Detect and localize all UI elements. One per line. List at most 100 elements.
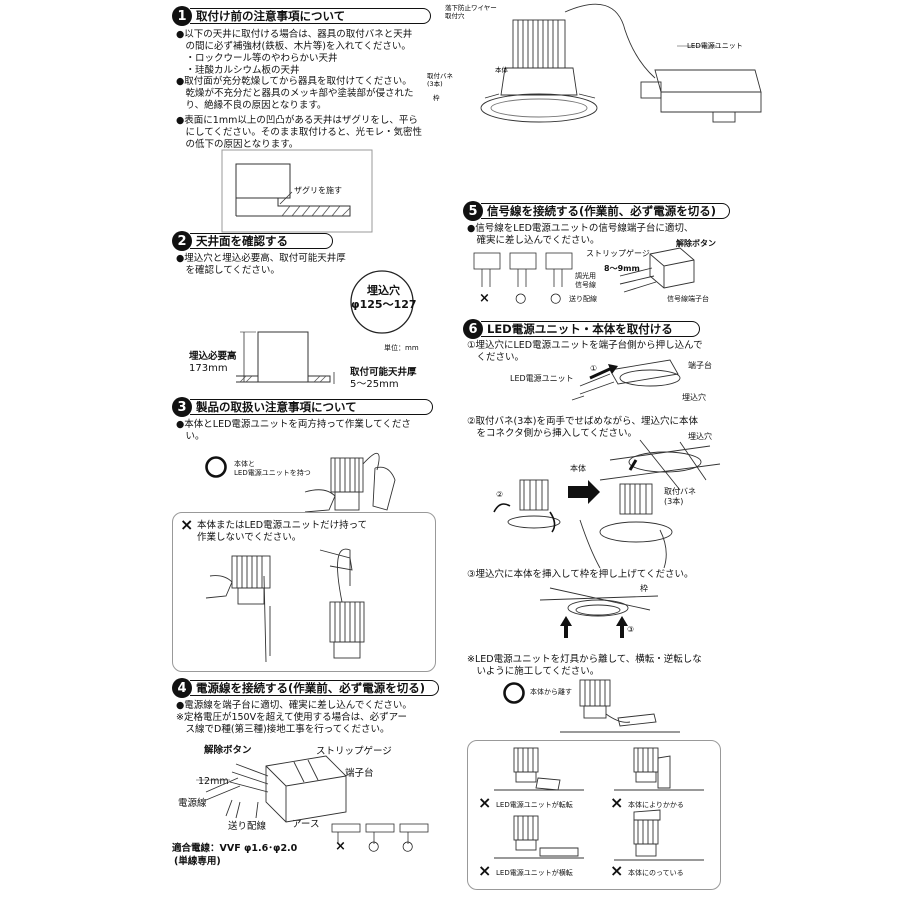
signal-terminal-options bbox=[473, 252, 573, 287]
length-label: 8～9mm bbox=[604, 264, 640, 273]
feed-wire-label: 送り配線 bbox=[228, 821, 267, 832]
section-2-header: 2 天井面を確認する bbox=[172, 231, 333, 251]
text-line: ●表面に1mm以上の凹凸がある天井はザグリをし、平ら bbox=[176, 115, 418, 126]
mark-ok: ○ bbox=[550, 291, 562, 306]
section-3-header: 3 製品の取扱い注意事項について bbox=[172, 397, 433, 417]
height-value: 173mm bbox=[189, 363, 228, 374]
step-marker: ③ bbox=[627, 625, 635, 634]
zaguri-figure bbox=[221, 149, 373, 233]
text-line: ●以下の天井に取付ける場合は、器具の取付バネと天井 bbox=[176, 29, 413, 40]
note-text: ※LED電源ユニットを灯具から離して、横転・逆転しな いように施工してください。 bbox=[467, 654, 702, 677]
dimmer-wire-label: 調光用 信号線 bbox=[575, 272, 596, 289]
insert-body-figure bbox=[493, 439, 721, 569]
wire-spec: 適合電線：VVF φ1.6･φ2.0 bbox=[172, 843, 298, 854]
wire-note: (単線専用) bbox=[174, 856, 221, 867]
hole-circle-figure bbox=[350, 270, 414, 334]
step-marker: ② bbox=[496, 490, 504, 499]
text-line: 確実に差し込んでください。 bbox=[467, 235, 600, 246]
ok-circle-icon bbox=[205, 456, 227, 478]
release-button-label: 解除ボタン bbox=[204, 745, 252, 756]
ng-label: LED電源ユニットが転転 bbox=[496, 801, 573, 809]
spring-label: 取付バネ (3本) bbox=[664, 487, 696, 506]
section-4-title: 電源線を接続する(作業前、必ず電源を切る) bbox=[190, 680, 439, 696]
release-button-label: 解除ボタン bbox=[676, 239, 716, 248]
spring-label-1: 取付バネ bbox=[427, 71, 454, 80]
separate-unit-figure bbox=[560, 679, 680, 733]
push-frame-figure bbox=[539, 587, 659, 638]
terminal-options-figure bbox=[331, 823, 429, 844]
text-line: ●信号線をLED電源ユニットの信号線端子台に適切、 bbox=[467, 223, 694, 234]
terminal-label: 端子台 bbox=[688, 361, 712, 370]
strip-gauge-label: ストリップゲージ bbox=[586, 249, 650, 258]
text-line: の低下の原因となります。 bbox=[176, 139, 299, 150]
section-3-number: 3 bbox=[172, 397, 192, 417]
section-4-header: 4 電源線を接続する(作業前、必ず電源を切る) bbox=[172, 678, 439, 698]
text-line: 乾燥が不充分だと器具のメッキ部や塗装部が侵された bbox=[176, 88, 414, 99]
hold-both-figure bbox=[304, 453, 396, 513]
insert-unit-figure bbox=[571, 359, 681, 401]
text-line: ●電源線を端子台に適切、確実に差し込んでください。 bbox=[176, 700, 412, 711]
height-label: 埋込必要高 bbox=[189, 351, 237, 362]
section-6-header: 6 LED電源ユニット・本体を取付ける bbox=[463, 319, 700, 339]
ng-x-icon: × bbox=[478, 793, 492, 812]
ng-x-icon: × bbox=[610, 861, 624, 880]
ng-title: 本体またはLED電源ユニットだけ持って 作業しないでください。 bbox=[197, 520, 368, 543]
text-line: にしてください。そのまま取付けると、光モレ・気密性 bbox=[176, 127, 423, 138]
section-5-number: 5 bbox=[463, 201, 483, 221]
text-line: を確認してください。 bbox=[176, 265, 280, 276]
length-label: 12mm bbox=[198, 776, 229, 787]
section-1-title: 取付け前の注意事項について bbox=[190, 8, 431, 24]
ng-box-section-3 bbox=[172, 512, 436, 672]
ng-box-section-6 bbox=[467, 740, 721, 890]
ok-label: 本体と LED電源ユニットを持つ bbox=[234, 460, 311, 477]
text-line: の間に必ず補強材(鉄板、木片等)を入れてください。 bbox=[176, 41, 411, 52]
ng-hold-one-figure bbox=[205, 548, 365, 663]
ng-x-icon: × bbox=[610, 793, 624, 812]
ng-placement-figures bbox=[494, 747, 704, 861]
frame-label: 枠 bbox=[640, 584, 648, 593]
text-line: り、絶縁不良の原因となります。 bbox=[176, 100, 327, 111]
thickness-label: 取付可能天井厚 bbox=[350, 367, 417, 378]
wire-label-2: 取付穴 bbox=[445, 11, 465, 20]
mark-x: × bbox=[335, 839, 346, 854]
wire-label-1: 落下防止ワイヤー bbox=[445, 3, 497, 12]
ceiling-height-figure bbox=[236, 331, 335, 384]
mark-x: × bbox=[479, 291, 490, 306]
hole-label: 埋込穴 bbox=[682, 393, 706, 402]
text-line: ●取付面が充分乾燥してから器具を取付けてください。 bbox=[176, 76, 412, 87]
section-1-number: 1 bbox=[172, 6, 192, 26]
section-4-number: 4 bbox=[172, 678, 192, 698]
text-line: ※定格電圧が150Vを超えて使用する場合は、必ずアー bbox=[176, 712, 408, 723]
hole-label-2: 埋込穴 bbox=[688, 432, 712, 441]
ok-label: 本体から離す bbox=[530, 688, 572, 696]
mark-ok: ○ bbox=[515, 291, 527, 306]
spring-label-2: (3本) bbox=[427, 79, 443, 88]
unit-label: LED電源ユニット bbox=[510, 374, 574, 383]
step-3-text: ③埋込穴に本体を挿入して枠を押し上げてください。 bbox=[467, 569, 694, 580]
body-label: 本体 bbox=[570, 464, 586, 473]
section-6-title: LED電源ユニット・本体を取付ける bbox=[481, 321, 700, 337]
signal-terminal-label: 信号線端子台 bbox=[667, 295, 709, 303]
ng-label: LED電源ユニットが横転 bbox=[496, 869, 573, 877]
earth-label: アース bbox=[292, 819, 320, 830]
feed-wire-label: 送り配線 bbox=[569, 295, 597, 303]
section-1-header: 1 取付け前の注意事項について bbox=[172, 6, 431, 26]
zaguri-label: ザグリを施す bbox=[294, 186, 342, 195]
step-1-text: ①埋込穴にLED電源ユニットを端子台側から押し込んで ください。 bbox=[467, 340, 703, 363]
terminal-label: 端子台 bbox=[345, 768, 374, 779]
section-6-number: 6 bbox=[463, 319, 483, 339]
strip-gauge-label: ストリップゲージ bbox=[316, 746, 392, 757]
thickness-value: 5～25mm bbox=[350, 379, 399, 390]
ok-circle-icon bbox=[503, 682, 525, 704]
section-5-title: 信号線を接続する(作業前、必ず電源を切る) bbox=[481, 203, 730, 219]
section-5-header: 5 信号線を接続する(作業前、必ず電源を切る) bbox=[463, 201, 730, 221]
fixture-overview-figure: 落下防止ワイヤー 取付穴 本体 取付バネ (3本) 枠 LED電源ユニット bbox=[427, 3, 762, 123]
frame-label: 枠 bbox=[433, 93, 440, 102]
section-3-title: 製品の取扱い注意事項について bbox=[190, 399, 433, 415]
ng-label: 本体にのっている bbox=[628, 869, 684, 877]
body-label: 本体 bbox=[495, 65, 509, 74]
unit-label: LED電源ユニット bbox=[687, 41, 743, 50]
hole-size: φ125～127 bbox=[351, 298, 417, 311]
step-2-text: ②取付バネ(3本)を両手でせばめながら、埋込穴に本体 をコネクタ側から挿入してく… bbox=[467, 416, 698, 439]
section-2-title: 天井面を確認する bbox=[190, 233, 333, 249]
